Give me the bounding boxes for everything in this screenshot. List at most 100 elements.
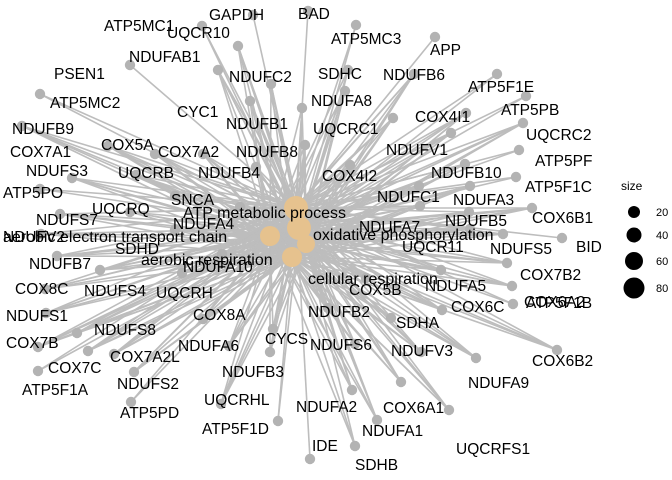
term-node-cellular-respiration [297, 235, 315, 253]
gene-label-uqcr10: UQCR10 [167, 25, 230, 42]
gene-label-cox6a2: COX6A2 [524, 294, 585, 311]
term-node-aerobic-respiration [282, 247, 302, 267]
edge-sdhb-term-5 [305, 243, 356, 447]
edge-ndufb5-term-1 [295, 207, 470, 213]
gene-label-ndufb1: NDUFB1 [226, 116, 288, 133]
edge-uqcrhl-term-2 [220, 235, 271, 405]
edge-ndufa9-term-4 [291, 256, 477, 359]
edge-cox7a1-term-1 [107, 145, 297, 209]
edge-cox6b2-term-3 [298, 227, 558, 351]
gene-node-ndufa5 [435, 264, 447, 276]
gene-label-ndufa5: NDUFA5 [425, 278, 486, 295]
gene-node-ndufv3 [415, 346, 427, 358]
gene-node-ndufb3 [264, 346, 276, 358]
gene-node-cox6b1 [526, 202, 538, 214]
edge-ndufs4-term-4 [99, 256, 293, 271]
gene-node-uqcrhl [215, 398, 227, 410]
gene-node-ndufb6 [408, 68, 420, 80]
gene-node-cox7a1 [102, 140, 114, 152]
edge-cox7c-term-4 [87, 256, 293, 352]
gene-label-uqcrq: UQCRQ [92, 201, 150, 218]
gene-node-ndufs5 [497, 228, 509, 240]
edge-ndufa2-term-5 [305, 243, 353, 391]
edge-ndufs4-term-1 [99, 207, 297, 271]
edge-atp5f1a-term-1 [37, 207, 297, 372]
gene-label-uqcrfs1: UQCRFS1 [456, 441, 530, 458]
gene-node-atp5mc3 [350, 19, 362, 31]
gene-node-atp5f1b [507, 298, 519, 310]
edge-uqcrb-term-2 [135, 174, 271, 237]
gene-node-cox7a2l [108, 348, 120, 360]
edge-ndufa9-term-2 [269, 235, 477, 359]
edge-ndufa6-term-3 [228, 227, 300, 347]
gene-node-ndufs2 [128, 366, 140, 378]
gene-node-ndufa6 [223, 340, 235, 352]
edge-ndufs1-term-1 [45, 207, 297, 314]
gene-node-app [429, 31, 441, 43]
gene-label-cox8a: COX8A [193, 307, 246, 324]
gene-label-ndufv1: NDUFV1 [386, 142, 448, 159]
gene-label-ndufs6: NDUFS6 [310, 337, 372, 354]
edge-cox6a2-term-1 [295, 207, 513, 287]
gene-label-snca: SNCA [171, 192, 215, 209]
gene-node-cyc1 [244, 95, 256, 107]
gene-label-ndufa6: NDUFA6 [178, 338, 239, 355]
gene-node-bid [556, 232, 568, 244]
gene-label-cox7a1: COX7A1 [10, 144, 71, 161]
gene-label-cox6a1: COX6A1 [383, 400, 444, 417]
gene-label-cox6b1: COX6B1 [532, 210, 593, 227]
edge-cox8c-term-5 [44, 243, 307, 290]
edge-ndufs4-term-5 [99, 243, 307, 271]
gene-label-ndufs8: NDUFS8 [94, 322, 156, 339]
gene-label-ndufs7: NDUFS7 [36, 212, 98, 229]
gene-node-ndufs6 [349, 338, 361, 350]
edge-ndufa7-term-1 [295, 205, 421, 209]
edge-cox6c-term-1 [295, 207, 443, 311]
edge-ndufa2-term-4 [291, 256, 353, 391]
gene-label-cox4i1: COX4I1 [415, 109, 470, 126]
edge-atp5f1e-term-1 [295, 73, 498, 209]
gene-node-ndufab1 [212, 64, 224, 76]
edge-uqcrb-term-1 [135, 174, 297, 209]
gene-node-cox8c [39, 283, 51, 295]
gene-node-ndufs4 [94, 264, 106, 276]
edge-cox7b-term-1 [37, 207, 297, 348]
gene-node-uqcrfs1 [443, 404, 455, 416]
gene-label-cycs: CYCS [265, 331, 308, 348]
gene-label-atp5pb: ATP5PB [501, 102, 559, 119]
gene-node-ndufs1 [40, 307, 52, 319]
gene-node-ndufa3 [464, 180, 476, 192]
edge-ndufc1-term-1 [295, 185, 420, 209]
gene-node-uqcrc1 [387, 112, 399, 124]
legend-circle-40 [626, 227, 642, 243]
gene-node-uqcrb [130, 169, 142, 181]
gene-label-atp5f1a: ATP5F1A [22, 382, 89, 399]
gene-label-cox7a2: COX7A2 [158, 144, 219, 161]
edge-ndufa1-term-5 [305, 243, 378, 421]
gene-node-cox4i2 [344, 159, 356, 171]
gene-label-ndufb10: NDUFB10 [431, 165, 502, 182]
gene-label-ndufs2: NDUFS2 [117, 376, 179, 393]
gene-node-ndufb4 [250, 161, 262, 173]
gene-node-cycs [267, 323, 279, 335]
gene-label-cox6b2: COX6B2 [532, 353, 593, 370]
edge-bid-term-1 [295, 207, 563, 239]
gene-label-ndufa1: NDUFA1 [362, 423, 423, 440]
gene-label-ndufv2: NDUFV2 [3, 229, 65, 246]
gene-label-sdhb: SDHB [355, 457, 398, 474]
gene-node-ndufa4 [234, 201, 246, 213]
edge-uqcrfs1-term-1 [295, 207, 450, 411]
term-label-atp-metabolic-process: ATP metabolic process [183, 205, 346, 222]
gene-label-ndufa7: NDUFA7 [359, 219, 420, 236]
edge-cox6a1-term-5 [305, 243, 402, 383]
gene-node-ndufc1 [413, 180, 425, 192]
gene-node-ndufs7 [54, 208, 66, 220]
term-label-aerobic-electron-transport-chain: aerobic electron transport chain [3, 229, 227, 246]
gene-label-ndufs5: NDUFS5 [490, 241, 552, 258]
gene-node-sdha [385, 312, 397, 324]
gene-node-uqcrq [124, 206, 136, 218]
gene-label-sdha: SDHA [396, 315, 440, 332]
gene-label-ndufc1: NDUFC1 [377, 189, 440, 206]
